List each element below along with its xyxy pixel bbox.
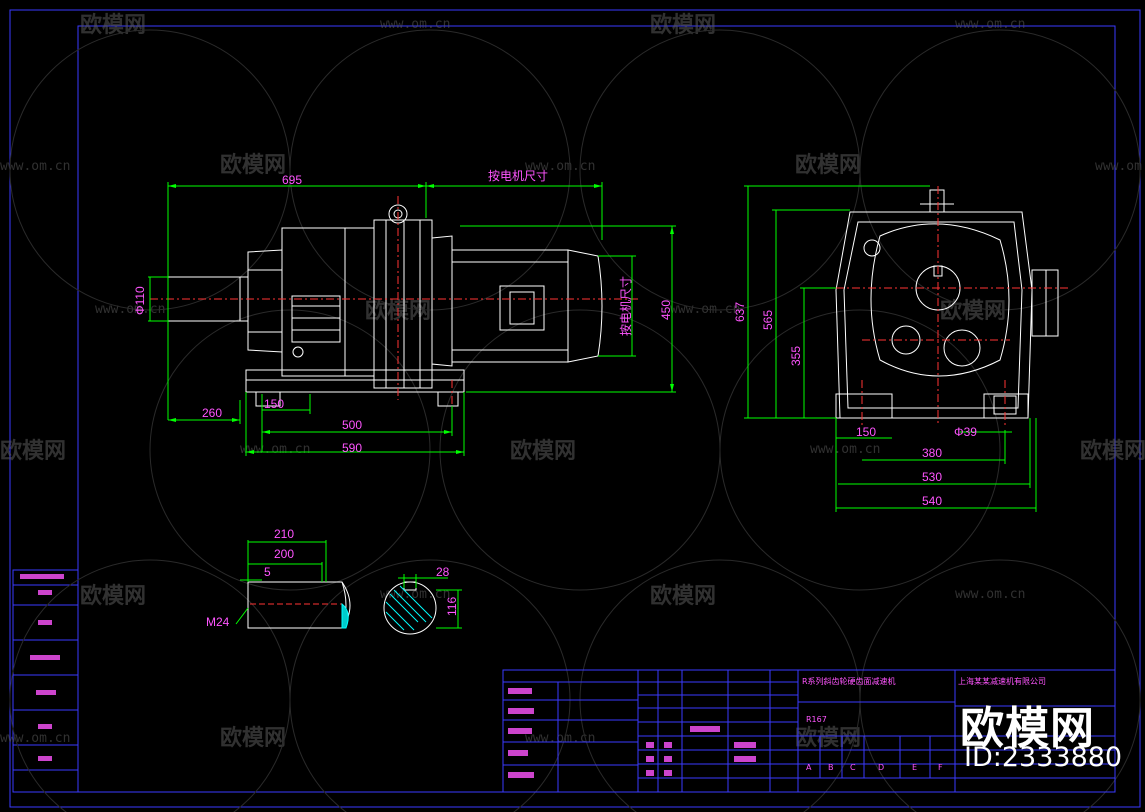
shaft-detail-hatch [341,585,433,631]
dim-motor-length: 按电机尺寸 [488,169,548,183]
dim-380: 380 [922,446,942,460]
side-view-arrows [168,184,674,454]
svg-text:欧模网: 欧模网 [80,12,146,38]
dim-hole-dia: Φ39 [954,425,977,439]
svg-text:B: B [828,763,834,772]
svg-text:欧模网: 欧模网 [220,152,286,178]
watermark-layer: 欧模网 欧模网 欧模网 欧模网 欧模网 欧模网 欧模网 欧模网 欧模网 欧模网 … [0,12,1145,812]
dim-450: 450 [659,300,673,320]
svg-text:欧模网: 欧模网 [650,583,716,609]
svg-text:欧模网: 欧模网 [940,298,1006,324]
title-block: R系列斜齿轮硬齿面减速机 R167 上海某某减速机有限公司 A B C D E … [20,574,1116,793]
dim-500: 500 [342,418,362,432]
brand-id: ID:2333880 [964,742,1123,773]
side-view: 695 按电机尺寸 Φ110 按电机尺寸 450 260 150 500 590 [133,169,676,456]
dim-200: 200 [274,547,294,561]
title-block-grid-letters: A B C D E F [806,763,943,772]
svg-text:F: F [938,763,943,772]
svg-text:www.om.cn: www.om.cn [1095,159,1145,174]
watermark-urls: www.om.cn www.om.cn www.om.cn www.om.cn … [0,17,1145,746]
dim-150-right: 150 [856,425,876,439]
side-view-dimension-lines [148,182,676,456]
svg-text:欧模网: 欧模网 [795,152,861,178]
dim-210: 210 [274,527,294,541]
svg-text:欧模网: 欧模网 [650,12,716,38]
svg-text:www.om.cn: www.om.cn [0,159,70,174]
dim-637: 637 [733,302,747,322]
dim-150-left: 150 [264,397,284,411]
shaft-detail: 210 200 5 M24 28 116 [206,527,462,635]
svg-text:欧模网: 欧模网 [80,583,146,609]
shaft-detail-labels: 210 200 5 M24 28 116 [206,527,459,629]
end-view-labels: 637 565 355 150 Φ39 380 530 540 [733,302,977,508]
dim-590: 590 [342,441,362,455]
svg-text:欧模网: 欧模网 [510,438,576,464]
svg-text:欧模网: 欧模网 [0,438,66,464]
svg-text:www.om.cn: www.om.cn [810,442,880,457]
shaft-detail-dimension-lines [235,540,462,629]
svg-text:E: E [912,763,917,772]
svg-text:www.om.cn: www.om.cn [95,302,165,317]
side-view-outline [167,204,603,407]
side-view-labels: 695 按电机尺寸 Φ110 按电机尺寸 450 260 150 500 590 [133,169,673,455]
product-name: R系列斜齿轮硬齿面减速机 [802,676,896,686]
dim-5: 5 [264,565,271,579]
svg-text:www.om.cn: www.om.cn [380,587,450,602]
title-block-filler-text [20,574,756,778]
dim-530: 530 [922,470,942,484]
end-view-dimension-lines [744,185,1037,512]
brand-logo: 欧模网 [960,703,1095,754]
dim-540: 540 [922,494,942,508]
svg-text:A: A [806,763,812,772]
svg-text:欧模网: 欧模网 [220,725,286,751]
dim-28: 28 [436,565,450,579]
dim-shaft-dia: Φ110 [133,286,147,315]
end-view: 637 565 355 150 Φ39 380 530 540 [733,185,1070,512]
svg-text:www.om.cn: www.om.cn [0,731,70,746]
dim-355: 355 [789,346,803,366]
dim-260: 260 [202,406,222,420]
end-view-centerlines [804,186,1070,426]
svg-text:C: C [850,763,856,772]
dim-116: 116 [445,597,459,616]
svg-text:欧模网: 欧模网 [1080,438,1145,464]
svg-text:www.om.cn: www.om.cn [380,17,450,32]
svg-text:D: D [878,763,884,772]
dim-motor-height: 按电机尺寸 [619,276,633,336]
model-number: R167 [806,715,827,724]
side-view-centerlines [150,196,640,430]
svg-text:www.om.cn: www.om.cn [240,442,310,457]
company-name: 上海某某减速机有限公司 [958,676,1046,686]
watermark-logos: 欧模网 欧模网 欧模网 欧模网 欧模网 欧模网 欧模网 欧模网 欧模网 欧模网 … [0,12,1145,751]
svg-text:www.om.cn: www.om.cn [955,17,1025,32]
svg-text:www.om.cn: www.om.cn [525,159,595,174]
dim-695: 695 [282,173,302,187]
svg-text:欧模网: 欧模网 [795,725,861,751]
dim-m24: M24 [206,615,230,629]
dim-565: 565 [761,310,775,330]
svg-text:www.om.cn: www.om.cn [955,587,1025,602]
